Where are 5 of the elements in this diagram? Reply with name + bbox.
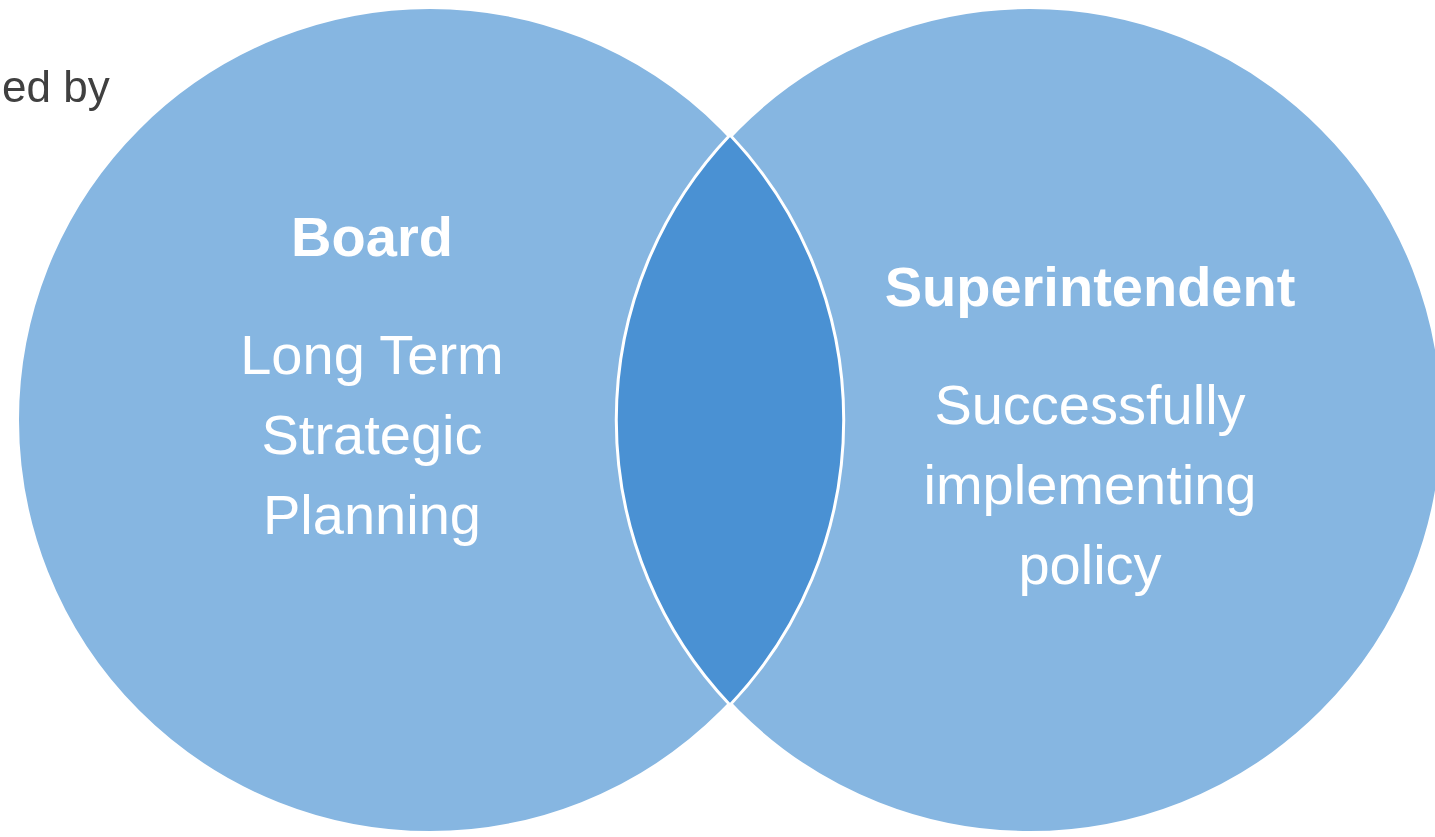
- circle-description: Long Term Strategic Planning: [239, 322, 505, 548]
- circle-title: Board: [290, 205, 454, 269]
- circle-description: Successfully implementing policy: [922, 372, 1258, 598]
- text-fragment: ed by: [2, 62, 110, 112]
- circle-title: Superintendent: [883, 255, 1297, 319]
